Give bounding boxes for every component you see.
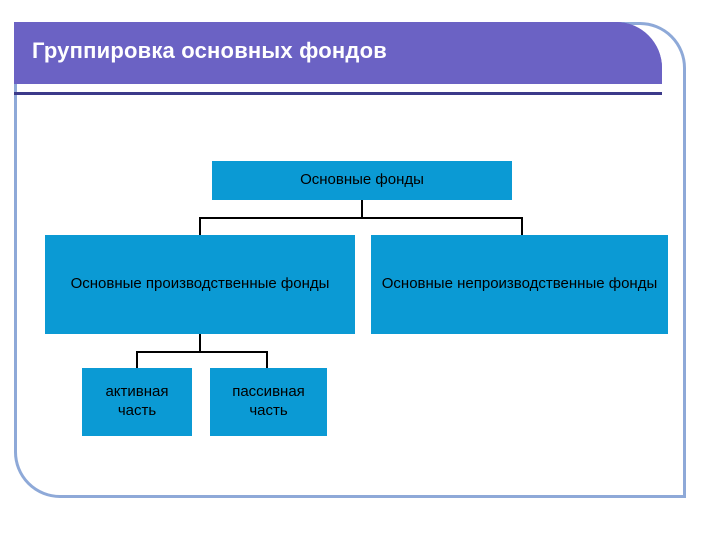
node-root-label: Основные фонды — [300, 171, 424, 189]
node-passive-part: пассивная часть — [210, 368, 327, 436]
slide-title-banner — [14, 22, 662, 84]
node-production-funds: Основные производственные фонды — [45, 235, 355, 334]
title-underline — [14, 92, 662, 95]
connector-to-passive — [266, 351, 268, 369]
connector-prod-horizontal — [136, 351, 268, 353]
connector-root-horizontal — [199, 217, 523, 219]
node-nonproduction-funds: Основные непроизводственные фонды — [371, 235, 668, 334]
connector-root-stem — [361, 200, 363, 218]
node-passive-part-label: пассивная часть — [232, 383, 305, 419]
node-nonproduction-funds-label: Основные непроизводственные фонды — [381, 275, 658, 293]
connector-to-active — [136, 351, 138, 369]
node-active-part: активная часть — [82, 368, 192, 436]
banner-gap-mask — [17, 87, 663, 96]
page-title: Группировка основных фондов — [32, 38, 387, 63]
node-production-funds-label: Основные производственные фонды — [70, 275, 330, 293]
slide-title-banner-corner — [560, 22, 662, 84]
connector-to-nonprod — [521, 217, 523, 236]
node-root: Основные фонды — [212, 161, 512, 200]
connector-to-prod — [199, 217, 201, 236]
node-active-part-label: активная часть — [105, 383, 169, 419]
connector-prod-stem — [199, 334, 201, 352]
